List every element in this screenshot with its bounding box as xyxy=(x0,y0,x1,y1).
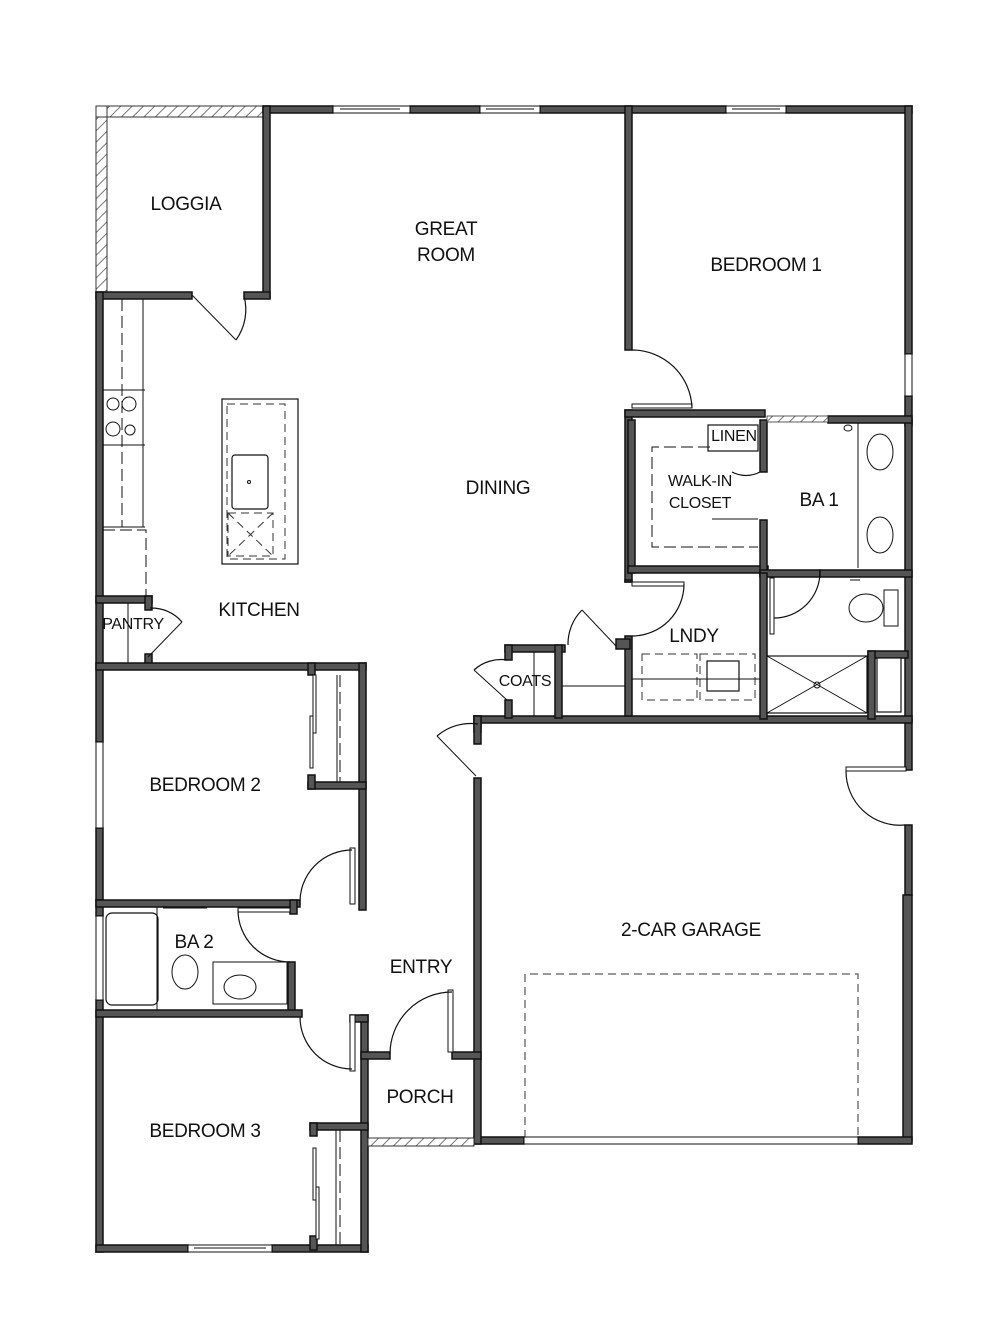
room-label-garage: 2-CAR GARAGE xyxy=(621,920,761,941)
room-label-entry: ENTRY xyxy=(389,957,453,978)
room-label-bedroom-2: BEDROOM 2 xyxy=(149,775,261,796)
interior-walls xyxy=(95,105,913,1251)
room-label-dining: DINING xyxy=(465,478,531,499)
room-label-kitchen: KITCHEN xyxy=(218,600,300,621)
room-label-walk-in-closet: WALK-IN CLOSET xyxy=(668,473,732,512)
porch-open-edge xyxy=(367,1137,475,1147)
room-label-porch: PORCH xyxy=(386,1087,454,1108)
room-label-bedroom-1: BEDROOM 1 xyxy=(710,255,822,276)
kitchen-fixtures xyxy=(102,299,299,663)
closet-fixtures xyxy=(309,674,341,1245)
room-label-lndy: LNDY xyxy=(669,626,719,647)
laundry-fixtures xyxy=(533,652,760,716)
bath1-fixtures xyxy=(651,423,902,714)
doors xyxy=(147,294,907,1072)
room-label-great-room: GREAT ROOM xyxy=(414,219,478,266)
room-label-linen: LINEN xyxy=(711,428,757,445)
room-label-ba-1: BA 1 xyxy=(799,490,839,511)
room-label-pantry: PANTRY xyxy=(102,616,164,633)
garage-fixtures xyxy=(523,973,859,1145)
windows xyxy=(95,105,913,1253)
room-label-coats: COATS xyxy=(498,673,552,690)
room-label-bedroom-3: BEDROOM 3 xyxy=(149,1121,261,1142)
room-label-ba-2: BA 2 xyxy=(174,932,214,953)
bath2-fixtures xyxy=(105,907,288,1010)
room-label-loggia: LOGGIA xyxy=(150,194,222,215)
